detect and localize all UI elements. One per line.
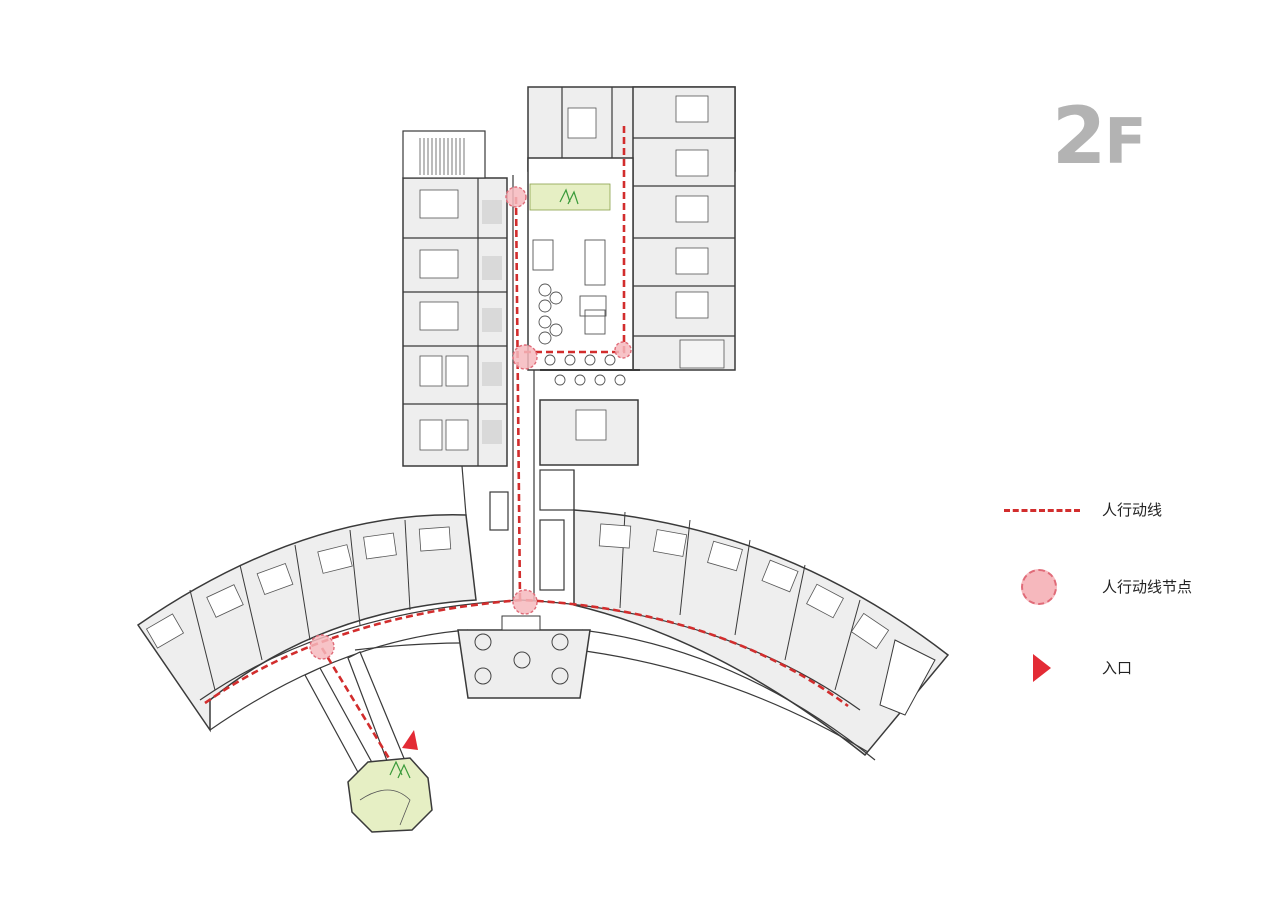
route-node (512, 589, 538, 615)
green-planter (529, 183, 611, 211)
route-node (614, 341, 632, 359)
route-node (309, 634, 335, 660)
entrance-tower (347, 757, 433, 833)
route-node (505, 186, 527, 208)
floor-letter: F (1104, 105, 1146, 178)
pool-table (489, 491, 509, 531)
terrace-seating (457, 615, 591, 699)
east-stair (879, 639, 936, 716)
floor-label: 2F (1052, 98, 1147, 178)
central-lounge (527, 157, 640, 386)
route-nodes (309, 186, 632, 660)
entrance-bridge (304, 651, 433, 833)
middle-room (489, 399, 639, 591)
left-north-wing (402, 130, 508, 467)
south-curved-wing (136, 509, 950, 761)
entrance-marker-icon (402, 730, 418, 750)
floor-number: 2 (1052, 92, 1106, 182)
right-north-wing (527, 86, 736, 371)
route-node (512, 344, 538, 370)
